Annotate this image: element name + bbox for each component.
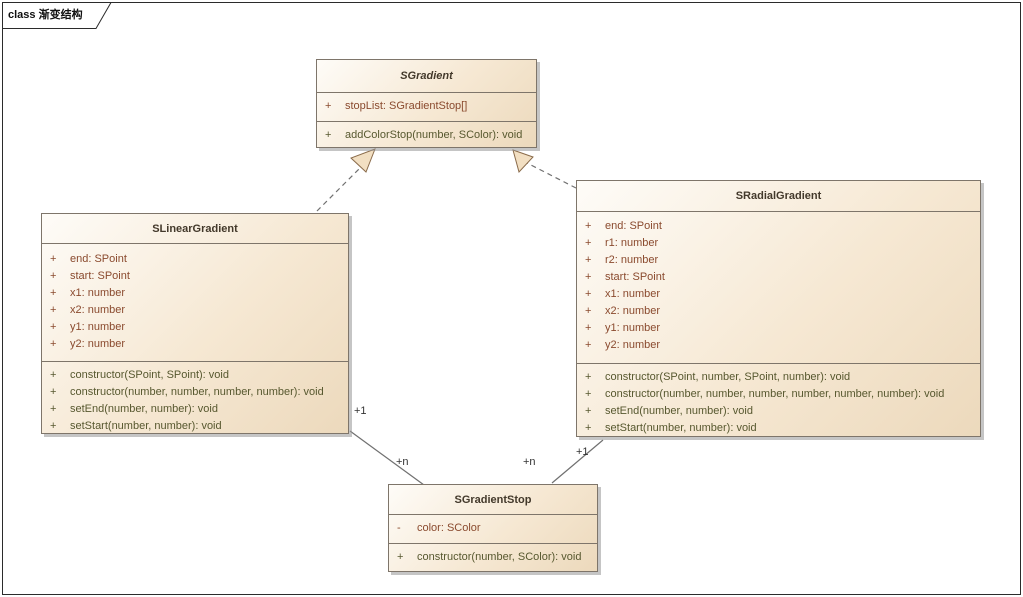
- multiplicity-label-radial-source[interactable]: +1: [576, 446, 589, 458]
- attribute-row[interactable]: +y2: number: [50, 338, 126, 350]
- operations-compartment: +constructor(SPoint, number, SPoint, num…: [577, 363, 980, 438]
- diagram-frame-tab: [2, 2, 112, 29]
- attribute-row[interactable]: +start: SPoint: [585, 271, 665, 283]
- attributes-compartment: -color: SColor: [389, 515, 597, 543]
- operation-row[interactable]: +constructor(number, SColor): void: [397, 551, 582, 563]
- attribute-row[interactable]: +y1: number: [50, 321, 126, 333]
- attribute-row[interactable]: +r2: number: [585, 254, 659, 266]
- realization-arrowhead-linear: [350, 148, 376, 173]
- operations-compartment: +addColorStop(number, SColor): void: [317, 121, 536, 149]
- attribute-row[interactable]: +end: SPoint: [50, 253, 127, 265]
- attributes-compartment: +end: SPoint +r1: number +r2: number +st…: [577, 212, 980, 363]
- operation-row[interactable]: +setEnd(number, number): void: [50, 403, 218, 415]
- attributes-compartment: +stopList: SGradientStop[]: [317, 93, 536, 121]
- multiplicity-label-linear-target[interactable]: +n: [396, 456, 409, 468]
- class-box-sradialgradient[interactable]: SRadialGradient +end: SPoint +r1: number…: [576, 180, 981, 437]
- operation-row[interactable]: +constructor(number, number, number, num…: [50, 386, 324, 398]
- multiplicity-label-radial-target[interactable]: +n: [523, 456, 536, 468]
- operation-row[interactable]: +addColorStop(number, SColor): void: [325, 129, 523, 141]
- attribute-row[interactable]: +y2: number: [585, 339, 661, 351]
- realization-arrowhead-radial: [512, 149, 534, 173]
- class-box-slineargradient[interactable]: SLinearGradient +end: SPoint +start: SPo…: [41, 213, 349, 434]
- class-box-sgradientstop[interactable]: SGradientStop -color: SColor +constructo…: [388, 484, 598, 572]
- attribute-row[interactable]: +x1: number: [50, 287, 126, 299]
- attribute-row[interactable]: +r1: number: [585, 237, 659, 249]
- multiplicity-label-linear-source[interactable]: +1: [354, 405, 367, 417]
- operation-row[interactable]: +setEnd(number, number): void: [585, 405, 753, 417]
- attribute-row[interactable]: +y1: number: [585, 322, 661, 334]
- class-name-slineargradient: SLinearGradient: [42, 214, 348, 244]
- operations-compartment: +constructor(SPoint, SPoint): void +cons…: [42, 361, 348, 435]
- class-name-sgradient: SGradient: [317, 60, 536, 93]
- class-name-sradialgradient: SRadialGradient: [577, 181, 980, 212]
- attributes-compartment: +end: SPoint +start: SPoint +x1: number …: [42, 244, 348, 361]
- realization-line-radial-to-gradient[interactable]: [526, 162, 577, 189]
- attribute-row[interactable]: +stopList: SGradientStop[]: [325, 100, 468, 112]
- operation-row[interactable]: +constructor(number, number, number, num…: [585, 388, 945, 400]
- attribute-row[interactable]: +x2: number: [50, 304, 126, 316]
- operation-row[interactable]: +constructor(SPoint, number, SPoint, num…: [585, 371, 851, 383]
- class-box-sgradient[interactable]: SGradient +stopList: SGradientStop[] +ad…: [316, 59, 537, 148]
- operation-row[interactable]: +setStart(number, number): void: [50, 420, 222, 432]
- association-line-linear-to-stop[interactable]: [349, 430, 425, 486]
- class-name-sgradientstop: SGradientStop: [389, 485, 597, 515]
- realization-line-linear-to-gradient[interactable]: [316, 166, 362, 212]
- operation-row[interactable]: +constructor(SPoint, SPoint): void: [50, 369, 229, 381]
- attribute-row[interactable]: +x1: number: [585, 288, 661, 300]
- attribute-row[interactable]: -color: SColor: [397, 522, 481, 534]
- attribute-row[interactable]: +start: SPoint: [50, 270, 130, 282]
- attribute-row[interactable]: +x2: number: [585, 305, 661, 317]
- operations-compartment: +constructor(number, SColor): void: [389, 543, 597, 571]
- diagram-frame-label: class 渐变结构: [8, 9, 83, 21]
- attribute-row[interactable]: +end: SPoint: [585, 220, 662, 232]
- association-line-radial-to-stop[interactable]: [551, 439, 604, 484]
- operation-row[interactable]: +setStart(number, number): void: [585, 422, 757, 434]
